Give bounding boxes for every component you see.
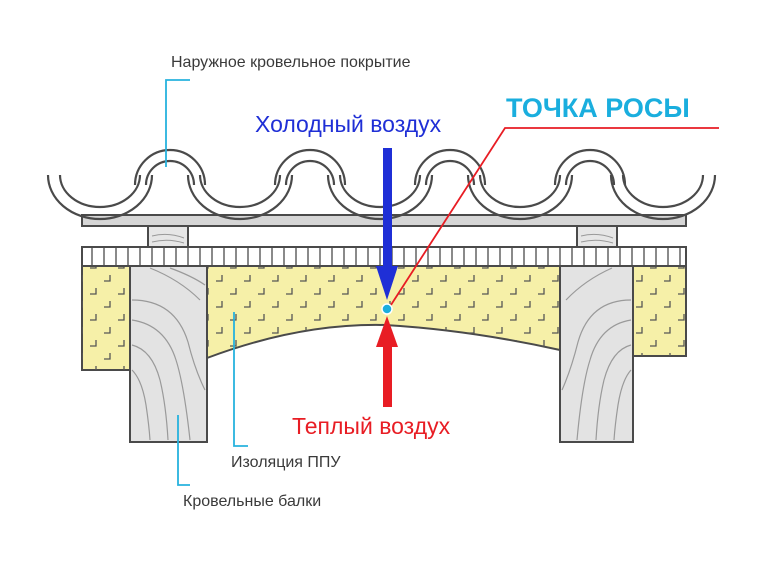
roof-tile-trough-inner — [478, 174, 562, 209]
label-insulation: Изоляция ППУ — [231, 454, 341, 471]
roof-tile-trough-inner — [338, 174, 422, 209]
leader-roof-covering — [165, 79, 190, 167]
label-dew-point: ТОЧКА РОСЫ — [506, 93, 690, 123]
roof-tile-trough-inner — [58, 174, 142, 209]
roof-tile-trough — [46, 174, 154, 221]
batten-ticks — [91, 248, 681, 265]
cold-air-arrow — [376, 148, 398, 300]
leader-beams — [177, 415, 190, 486]
counter-batten-right — [576, 225, 618, 248]
dew-point-marker — [381, 303, 393, 315]
roof-tile-crest-inner — [284, 159, 336, 186]
roof-tile-crest — [133, 148, 207, 186]
label-warm-air: Теплый воздух — [292, 413, 451, 439]
dew-point-pointer — [388, 127, 719, 309]
label-beams: Кровельные балки — [183, 493, 321, 510]
roof-beam-right — [559, 263, 634, 443]
roof-tile-trough-inner — [198, 174, 282, 209]
roof-beam-left — [129, 263, 208, 443]
roof-tile-crest — [413, 148, 487, 186]
label-roof-covering: Наружное кровельное покрытие — [171, 54, 411, 71]
warm-air-arrow — [376, 316, 398, 407]
label-cold-air: Холодный воздух — [255, 111, 442, 137]
roof-tile-crest-inner — [144, 159, 196, 186]
roof-tiles — [46, 148, 717, 221]
roof-tile-trough — [609, 174, 717, 221]
roof-tile-trough — [326, 174, 434, 221]
roof-tile-crest-inner — [424, 159, 476, 186]
roof-tile-trough — [466, 174, 574, 221]
roof-tile-crest-inner — [564, 159, 616, 186]
leader-insulation — [233, 312, 248, 447]
foam-texture — [82, 266, 686, 370]
roof-tile-trough — [186, 174, 294, 221]
roof-tile-crest — [273, 148, 347, 186]
roof-tile-crest — [553, 148, 627, 186]
counter-batten-left — [147, 225, 189, 248]
roof-tile-trough-inner — [621, 174, 705, 209]
